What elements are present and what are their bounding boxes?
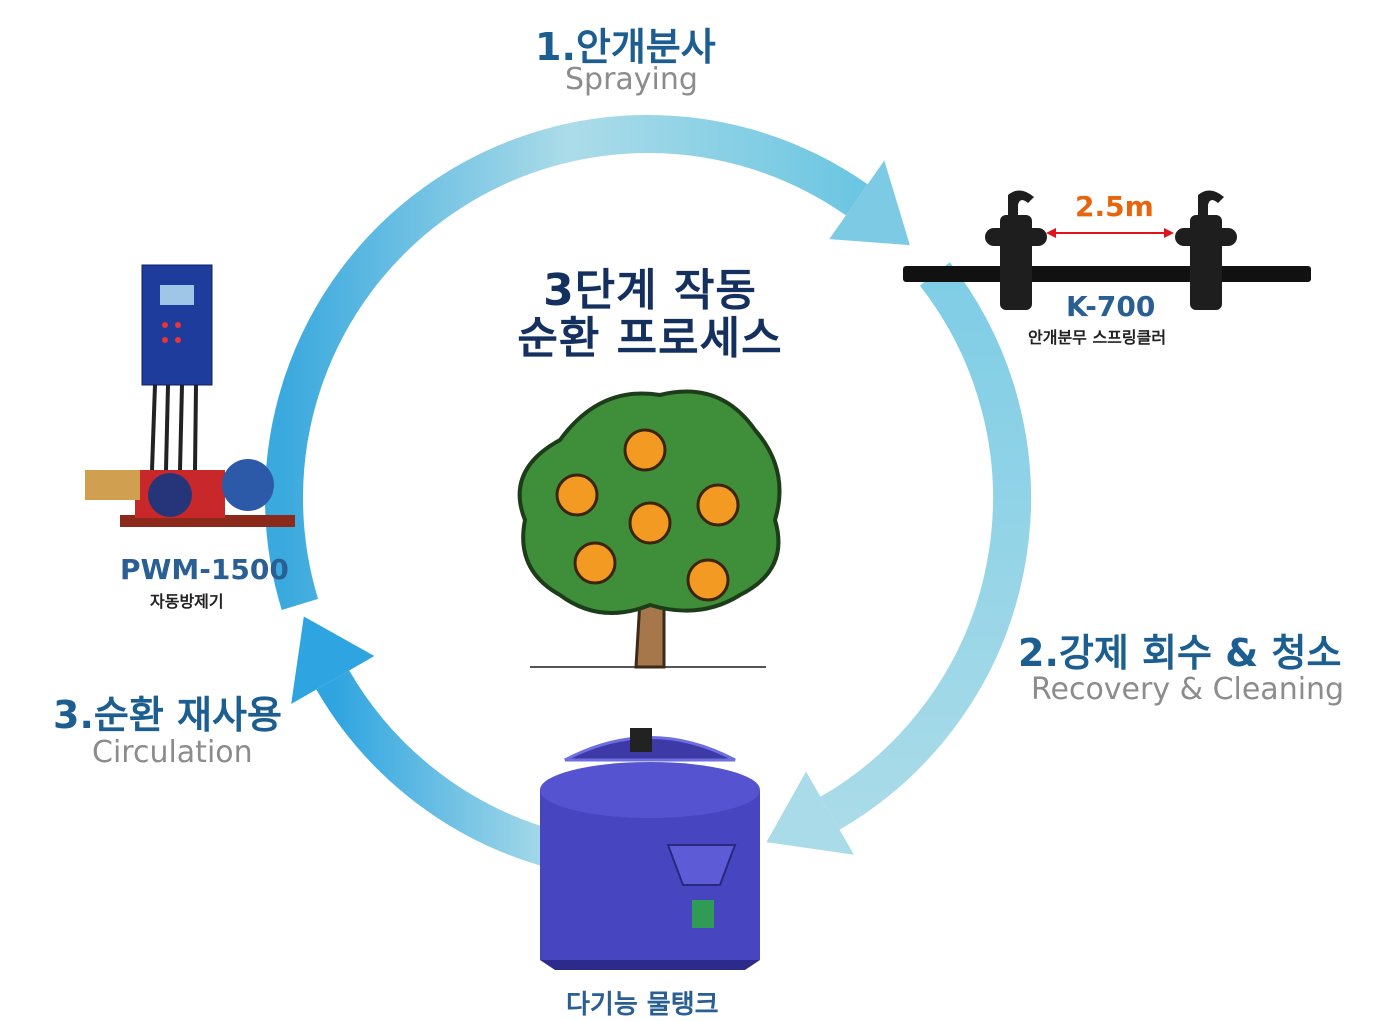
step-2-en: Recovery & Cleaning xyxy=(1031,672,1345,707)
sprinkler-spacing: 2.5m xyxy=(1075,190,1154,223)
pump-machine-illustration xyxy=(85,264,295,527)
step-2-label: 2.강제 회수 & 청소 xyxy=(1018,631,1342,675)
arrow-circulation xyxy=(316,670,559,868)
orange-tree-illustration xyxy=(517,389,782,669)
step-1-label: 1.안개분사 xyxy=(535,25,716,69)
pump-name: 자동방제기 xyxy=(150,592,224,611)
tank-name: 다기능 물탱크 xyxy=(566,990,719,1020)
step-1-en: Spraying xyxy=(565,62,698,97)
arrow-circulation-head-icon xyxy=(291,616,375,704)
sprinkler-illustration xyxy=(903,190,1311,310)
sprinkler-name: 안개분무 스프링클러 xyxy=(1028,328,1167,347)
arrow-spraying-head-icon xyxy=(829,160,910,246)
sprinkler-model: K-700 xyxy=(1066,290,1156,323)
step-3-label: 3.순환 재사용 xyxy=(53,693,282,737)
arrow-recovery-head-icon xyxy=(766,771,854,855)
arrow-recovery xyxy=(820,262,1031,830)
water-tank-illustration xyxy=(540,728,760,970)
center-title-line2: 순환 프로세스 xyxy=(517,313,783,364)
step-3-en: Circulation xyxy=(92,735,253,770)
center-title-line1: 3단계 작동 xyxy=(543,265,757,316)
pump-model: PWM-1500 xyxy=(120,553,289,586)
arrow-spraying xyxy=(265,115,868,610)
